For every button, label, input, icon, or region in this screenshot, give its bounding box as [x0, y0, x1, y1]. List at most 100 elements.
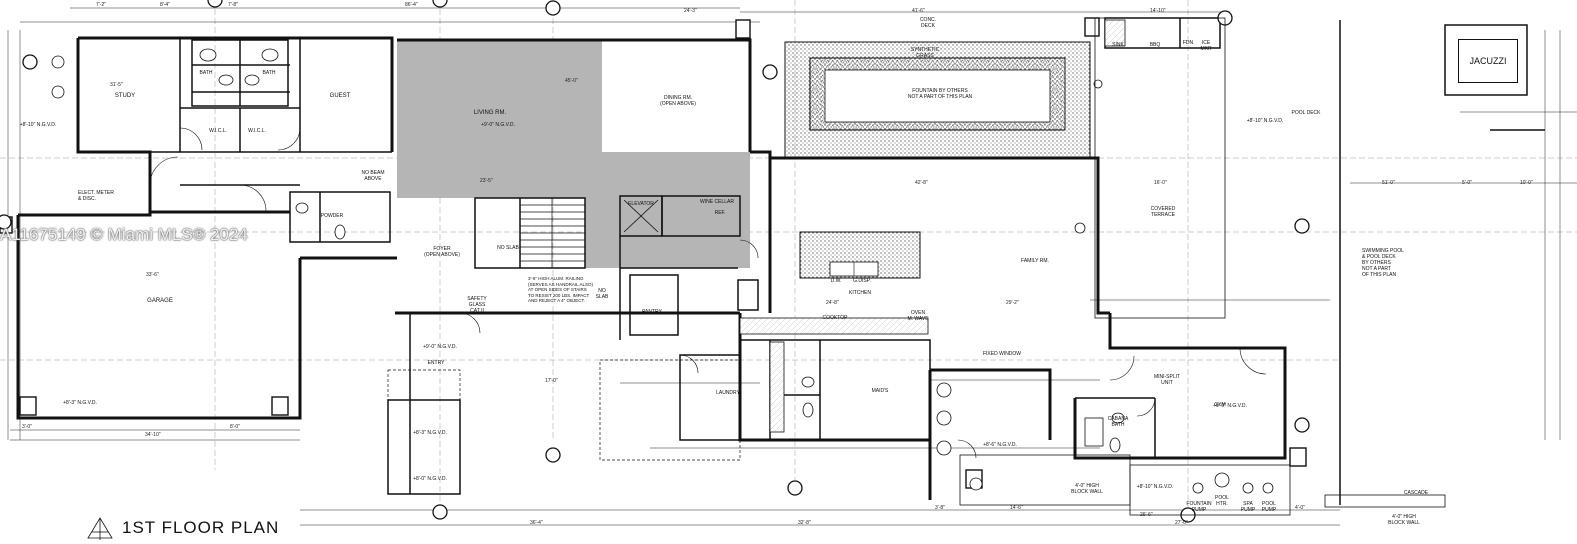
label-synthetic-grass: SYNTHETIC GRASS [910, 47, 940, 59]
dimension-text: 27'-0" [1175, 520, 1188, 526]
walls [16, 36, 1287, 500]
label-elect-meter: ELECT. METER & DISC. [78, 190, 114, 202]
label-oven: OVEN M. WAVE [907, 310, 929, 322]
label-spa-pump: SPA PUMP [1240, 501, 1256, 513]
fountain-area [784, 41, 1091, 158]
room-label-study: STUDY [114, 93, 136, 99]
room-label-laundry: LAUNDRY [716, 390, 740, 396]
dimension-text: 45'-0" [565, 78, 578, 84]
terrace-outline [959, 17, 1446, 516]
dimension-text: 23'-5" [480, 178, 493, 184]
label-garbage-disposal: G.DISP. [853, 278, 871, 284]
room-label-cabana-bath: CABANA BATH [1107, 416, 1129, 428]
label-fountain-pump: FOUNTAIN PUMP [1186, 501, 1212, 513]
dimension-text: 16'-0" [1154, 180, 1167, 186]
jacuzzi-label: JACUZZI [1458, 39, 1518, 83]
open-above-shading [397, 40, 750, 268]
dimension-text: 24'-3" [684, 8, 697, 14]
room-label-elevator: ELEVATOR [628, 201, 654, 207]
room-label-no-slab: NO SLAB [497, 245, 519, 251]
room-label-garage: GARAGE [147, 298, 173, 304]
dimension-text: 7'-2" [96, 2, 106, 8]
elevation-tag: +8'-10" N.G.V.D. [19, 122, 57, 128]
dimension-text: 86'-4" [405, 2, 418, 8]
dimension-text: 7'-8" [228, 2, 238, 8]
elevation-tag: +8'-3" N.G.V.D. [63, 400, 97, 406]
elevator-symbol [623, 199, 659, 233]
elevation-tag: +9'-0" N.G.V.D. [423, 344, 457, 350]
room-label-living: LIVING RM. [473, 110, 507, 116]
label-cooktop: COOKTOP [822, 315, 848, 321]
dimension-text: 51'-0" [1382, 180, 1395, 186]
room-label-no-slab: NO SLAB [595, 288, 609, 300]
dimension-text: 32'-8" [798, 520, 811, 526]
label-pool-heater: POOL HTR. [1215, 495, 1229, 507]
dimension-text: 4'-0" [1295, 505, 1305, 511]
elevation-tag: +8'-3" N.G.V.D. [413, 430, 447, 436]
dimension-text: 31'-5" [110, 82, 123, 88]
label-dishwasher: D.W. [830, 278, 842, 284]
label-no-beam: NO BEAM ABOVE [361, 170, 385, 182]
label-cascade: CASCADE [1403, 490, 1429, 496]
label-pool-pump: POOL PUMP [1261, 501, 1277, 513]
label-mini-split: MINI-SPLIT UNIT [1153, 374, 1181, 386]
room-label-gym: GYM [1214, 402, 1226, 408]
label-sink: SINK [1112, 42, 1124, 48]
label-bbq: BBQ [1149, 42, 1161, 48]
label-swimming-pool-note: SWIMMING POOL & POOL DECK BY OTHERS NOT … [1362, 248, 1404, 278]
room-label-maids: MAID'S [871, 388, 889, 394]
label-safety-glass: SAFETY GLASS CAT II [467, 296, 487, 314]
room-label-guest: GUEST [329, 93, 351, 99]
dimension-text: 5'-0" [1462, 180, 1472, 186]
dimension-text: 29'-2" [1006, 300, 1019, 306]
dimension-text: 10'-0" [1520, 180, 1533, 186]
elevation-tag: +8'-6" N.G.V.D. [983, 442, 1017, 448]
dimension-text: 14'-10" [1150, 8, 1166, 14]
room-label-wicl: W.I.C.L. [209, 128, 227, 134]
mls-watermark: A11675149 © Miami MLS® 2024 [0, 225, 248, 244]
label-ice-maker: ICE MKR [1200, 40, 1212, 52]
label-conc-deck: CONC. DECK [919, 17, 937, 29]
label-block-wall: 4'-0" HIGH BLOCK WALL [1071, 483, 1103, 495]
dimension-text: 34'-10" [145, 432, 161, 438]
grid-bubbles [0, 0, 1310, 523]
north-arrow-icon [87, 517, 113, 540]
room-label-family: FAMILY RM. [1021, 258, 1049, 264]
dimension-text: 33'-6" [146, 272, 159, 278]
dimension-text: 3'-0" [22, 424, 32, 430]
room-label-foyer: FOYER (OPEN ABOVE) [424, 246, 460, 258]
room-label-wicl: W.I.C.L. [248, 128, 266, 134]
dimension-text: 24'-8" [826, 300, 839, 306]
stairs [519, 197, 586, 269]
dimension-text: 17'-0" [545, 378, 558, 384]
dimension-text: 41'-6" [912, 8, 925, 14]
label-railing-note: 3'-6" HIGH ALUM. RAILING (SERVES AS HAND… [528, 276, 594, 303]
dimension-text: 36'-4" [530, 520, 543, 526]
room-label-bath: BATH [262, 70, 276, 76]
label-fdn: FDN [1182, 40, 1194, 46]
room-label-dining: DINING RM. (OPEN ABOVE) [660, 95, 696, 107]
room-label-bath: BATH [199, 70, 213, 76]
dimension-text: 14'-6" [1010, 505, 1023, 511]
room-label-entry: ENTRY [427, 360, 445, 366]
elevation-tag: +9'-0" N.G.V.D. [481, 122, 515, 128]
label-block-wall: 4'-0" HIGH BLOCK WALL [1388, 514, 1420, 526]
dimension-text: 3'-8" [935, 505, 945, 511]
dimension-text: 42'-8" [915, 180, 928, 186]
label-pool-deck: POOL DECK [1291, 110, 1321, 116]
dimension-text: 26'-6" [1140, 512, 1153, 518]
label-fountain-note: FOUNTAIN BY OTHERS NOT A PART OF THIS PL… [885, 88, 995, 100]
label-fixed-window: FIXED WINDOW [982, 351, 1022, 357]
dimension-lines [7, 7, 1577, 526]
room-label-kitchen: KITCHEN [849, 290, 871, 296]
elevation-tag: +8'-10" N.G.V.D. [1136, 484, 1174, 490]
dimension-text: 8'-4" [160, 2, 170, 8]
plan-title: 1ST FLOOR PLAN [122, 518, 280, 537]
room-label-powder: POWDER [320, 213, 344, 219]
kitchen-island [799, 231, 921, 279]
entry-stoop [387, 359, 741, 495]
room-label-pantry: PANTRY [642, 309, 662, 315]
label-refrigerator: REF. [714, 210, 726, 216]
fixtures [51, 48, 1274, 494]
